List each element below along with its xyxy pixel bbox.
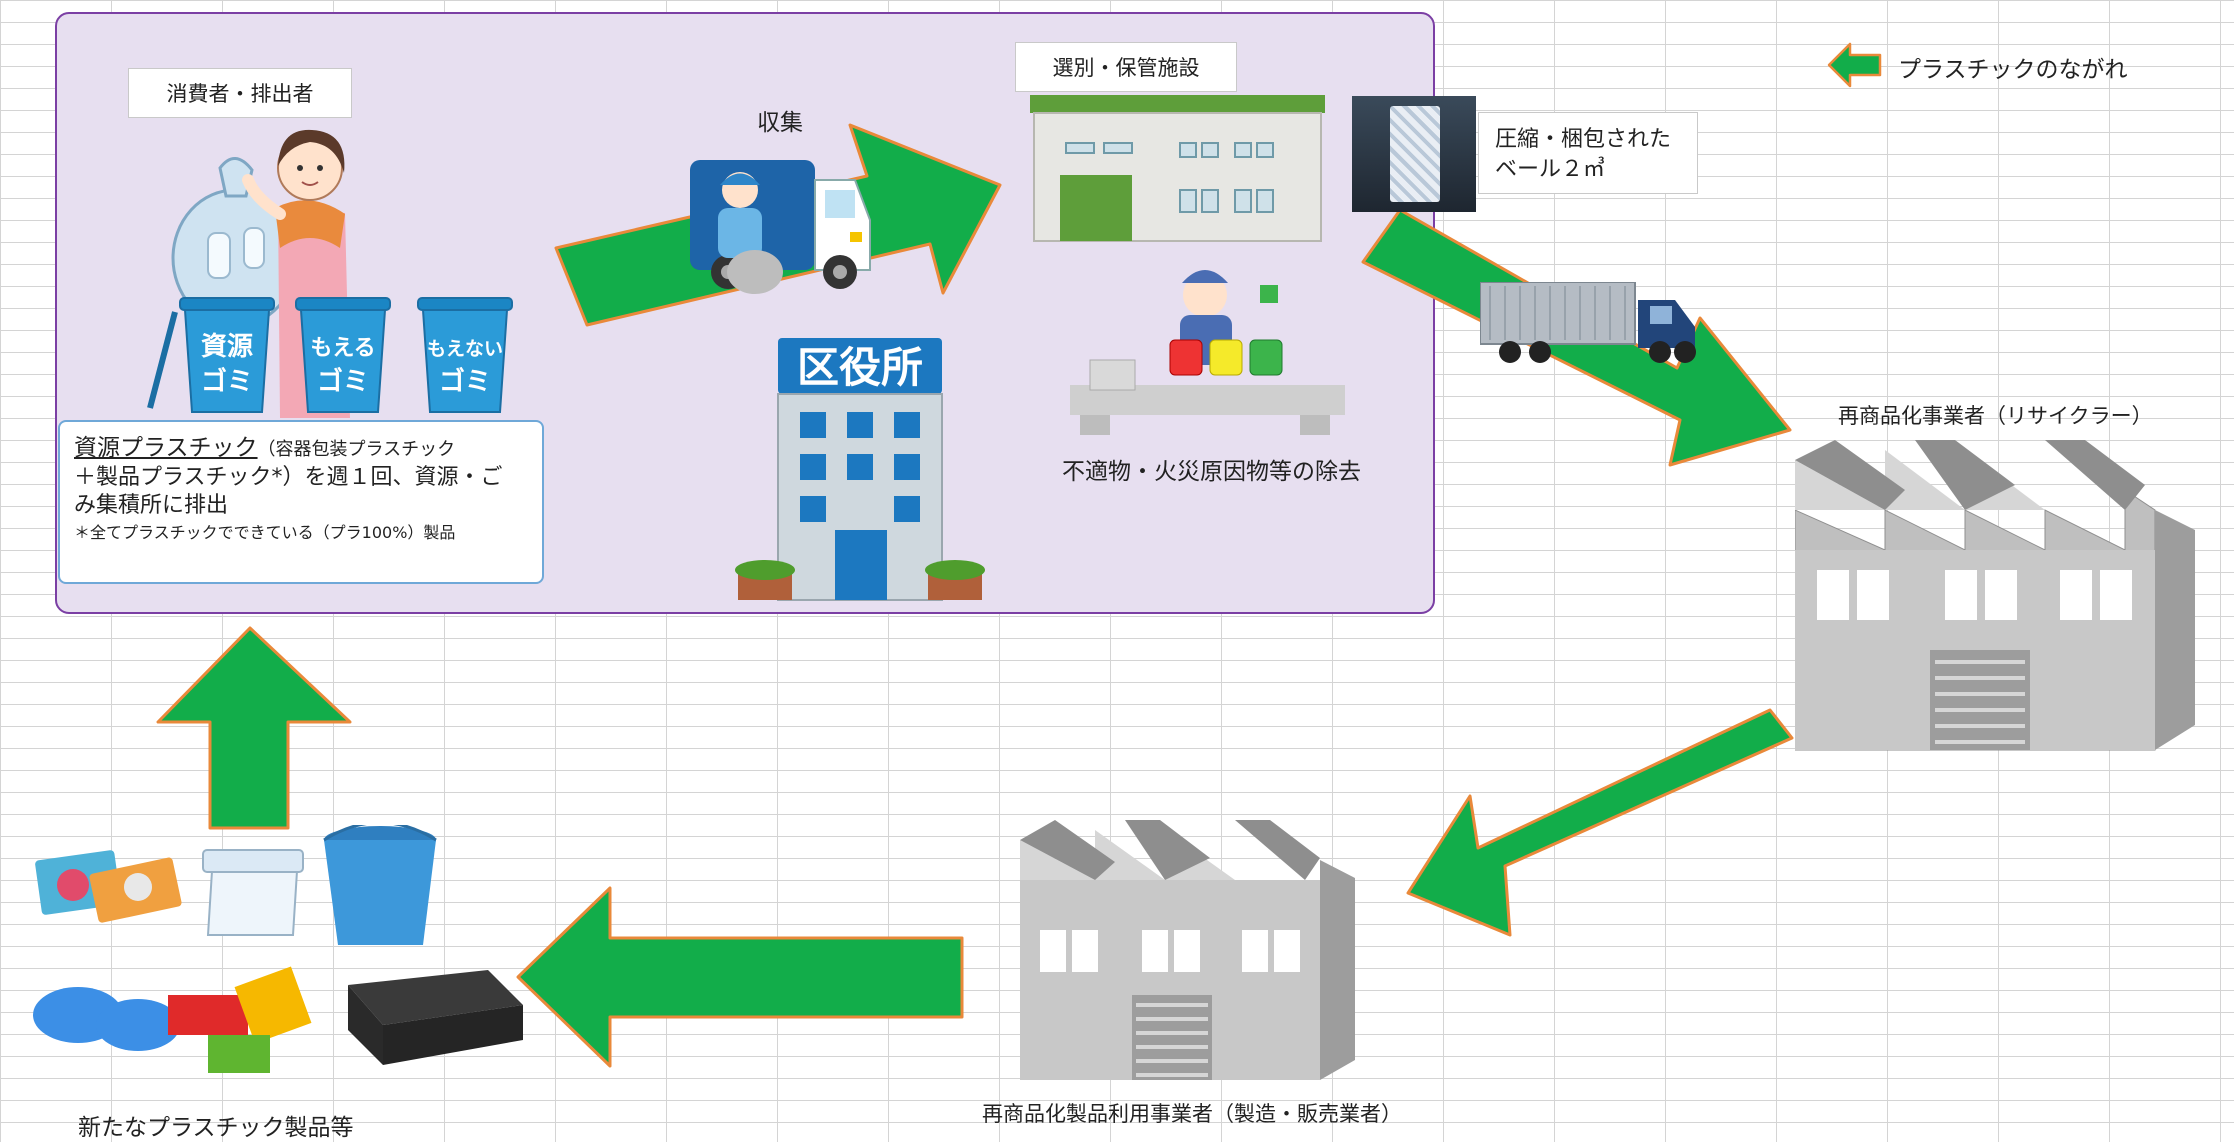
burnable-bin bbox=[295, 297, 391, 413]
note-line2: ＋製品プラスチック*）を週１回、資源・ご bbox=[74, 464, 503, 490]
food-container bbox=[202, 849, 304, 936]
note-footnote: ＊全てプラスチックでできている（プラ100%）製品 bbox=[74, 523, 456, 543]
bin-label: ゴミ bbox=[201, 366, 253, 397]
flow-arrow-to-products bbox=[516, 886, 964, 1068]
garbage-bins: 資源 ゴミ もえる ゴミ もえない ゴミ bbox=[147, 297, 513, 413]
note-title: 資源プラスチック bbox=[74, 435, 258, 461]
left-arrow-icon bbox=[1827, 42, 1882, 88]
new-products-illustration bbox=[33, 825, 523, 1073]
legend-label: プラスチックのながれ bbox=[1898, 57, 2128, 83]
sorting-facility-building bbox=[1030, 95, 1325, 242]
recycler-factory bbox=[1795, 440, 2195, 751]
note-line3: み集積所に排出 bbox=[74, 493, 229, 519]
sandals bbox=[33, 987, 180, 1051]
manufacturer-factory bbox=[1020, 820, 1355, 1080]
city-office-building: 区役所 bbox=[735, 338, 985, 601]
recycler-label: 再商品化事業者（リサイクラー） bbox=[1838, 404, 2153, 428]
new-products-label: 新たなプラスチック製品等 bbox=[78, 1115, 354, 1141]
consumer-label: 消費者・排出者 bbox=[128, 68, 352, 118]
flow-arrow-to-manufacturer bbox=[1406, 708, 1794, 937]
sorting-label: 不適物・火災原因物等の除去 bbox=[1062, 459, 1361, 485]
bucket bbox=[323, 825, 437, 945]
toy-blocks bbox=[168, 966, 312, 1073]
resource-plastic-note: 資源プラスチック（容器包装プラスチック ＋製品プラスチック*）を週１回、資源・ご… bbox=[58, 420, 544, 584]
sorting-worker-illustration bbox=[1070, 270, 1345, 435]
non-burnable-bin bbox=[417, 297, 513, 413]
bale-label: 圧縮・梱包された ベール２㎥ bbox=[1478, 112, 1698, 194]
bin-label: ゴミ bbox=[317, 366, 369, 397]
flow-arrow-to-consumer bbox=[156, 626, 352, 830]
collection-label: 収集 bbox=[757, 110, 803, 136]
bale-photo bbox=[1352, 96, 1476, 212]
freight-truck-illustration bbox=[1480, 282, 1696, 363]
city-office-sign: 区役所 bbox=[797, 343, 923, 392]
garbage-truck-illustration bbox=[690, 160, 871, 294]
facility-label: 選別・保管施設 bbox=[1015, 42, 1237, 92]
dvd-cases bbox=[35, 850, 182, 923]
bin-label: ゴミ bbox=[439, 366, 491, 397]
pallet bbox=[348, 970, 523, 1065]
manufacturer-label: 再商品化製品利用事業者（製造・販売業者） bbox=[982, 1102, 1402, 1126]
note-title-small: （容器包装プラスチック bbox=[257, 439, 456, 460]
bin-label: もえる bbox=[310, 336, 375, 361]
recyclable-bin bbox=[147, 297, 275, 413]
bin-label: もえない bbox=[427, 338, 503, 360]
bin-label: 資源 bbox=[201, 332, 253, 362]
